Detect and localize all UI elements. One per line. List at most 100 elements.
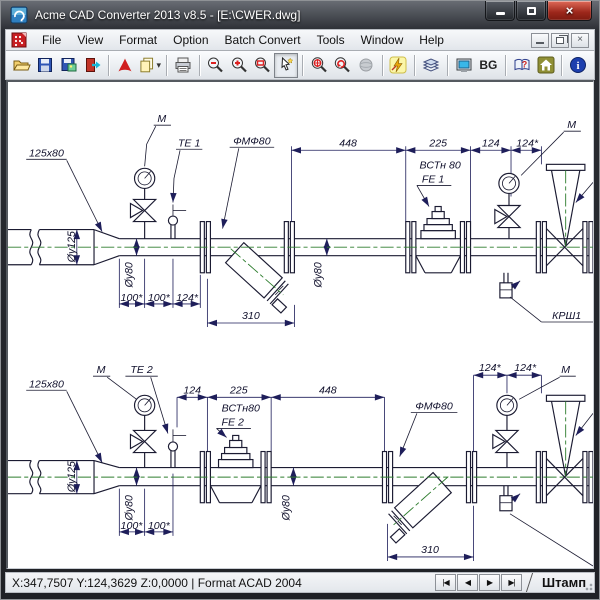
background-toggle-button[interactable]: BG: [479, 58, 498, 72]
menu-item-batch-convert[interactable]: Batch Convert: [224, 33, 301, 47]
open-button[interactable]: [10, 53, 34, 78]
layout-next-button[interactable]: ▶: [479, 574, 500, 591]
zoom-in-icon: [231, 57, 247, 73]
toolbar-separator: [108, 54, 110, 76]
mdi-restore-icon: [556, 34, 568, 44]
dim-label: 124*: [514, 362, 537, 374]
batch-copy-button[interactable]: ▾: [137, 53, 162, 78]
mdi-minimize-button[interactable]: [531, 32, 549, 48]
save-image-icon: [61, 58, 77, 72]
menu-item-option[interactable]: Option: [173, 33, 209, 47]
mdi-restore-button[interactable]: [551, 32, 569, 48]
zoom-previous-icon: [335, 57, 351, 73]
close-icon: ×: [565, 2, 574, 18]
dim-label: Øу80: [313, 262, 325, 288]
pan-button[interactable]: [274, 52, 298, 78]
zoom-window-button[interactable]: [251, 53, 275, 78]
layout-last-button[interactable]: ▶|: [501, 574, 522, 591]
about-button[interactable]: i: [566, 53, 590, 78]
dim-label: 225: [229, 384, 248, 396]
dim-label: 310: [242, 310, 260, 322]
title-bar[interactable]: Acme CAD Converter 2013 v8.5 - [E:\CWER.…: [1, 1, 599, 29]
pipeline-bottom: Øу125 125x80 M TE 2: [8, 362, 593, 567]
minimize-button[interactable]: [485, 1, 515, 21]
te-label: TE 1: [178, 137, 200, 149]
dim-label: Øу80: [123, 495, 135, 521]
meter-type-label: ВСТн80: [222, 402, 260, 414]
mdi-close-button[interactable]: ×: [571, 32, 589, 48]
pdf-export-button[interactable]: [113, 53, 137, 78]
te-label: TE 2: [130, 364, 153, 376]
layers-button[interactable]: [419, 53, 443, 78]
gauge-label: M: [97, 364, 106, 376]
zoom-window-icon: [255, 57, 271, 73]
dim-label: 448: [339, 137, 357, 149]
help-icon: ?: [514, 58, 530, 71]
dim-label: 448: [319, 384, 337, 396]
zoom-in-button[interactable]: [227, 53, 251, 78]
svg-text:?: ?: [522, 60, 528, 70]
dim-label: Øу80: [123, 262, 135, 288]
close-file-icon: [85, 58, 101, 72]
gauge-label: M: [561, 364, 570, 376]
home-button[interactable]: [534, 53, 558, 78]
menu-item-file[interactable]: File: [42, 33, 62, 47]
meter-tag-label: FE 2: [221, 416, 244, 428]
save-image-button[interactable]: [57, 53, 81, 78]
dim-label: 124: [482, 137, 500, 149]
save-icon: [38, 58, 53, 72]
convert-icon: [389, 56, 407, 74]
flange-label: ФМФ80: [415, 400, 453, 412]
close-button[interactable]: ×: [547, 1, 592, 21]
flange-label: ФМФ80: [233, 135, 271, 147]
print-button[interactable]: [171, 53, 195, 78]
print-icon: [175, 57, 191, 73]
dim-label: 100*: [148, 292, 171, 304]
cad-canvas[interactable]: Øу125 125x80 M: [8, 82, 593, 568]
dropdown-icon[interactable]: ▾: [156, 59, 161, 70]
maximize-button[interactable]: [516, 1, 546, 21]
dwg-file-icon: [11, 32, 27, 48]
menu-item-window[interactable]: Window: [360, 33, 404, 47]
resize-grip[interactable]: [583, 581, 593, 591]
pipeline-top: Øу125 125x80 M: [8, 113, 593, 328]
help-button[interactable]: ?: [510, 53, 534, 78]
mdi-minimize-icon: [536, 42, 544, 44]
menu-item-view[interactable]: View: [77, 33, 104, 47]
info-icon: i: [570, 57, 587, 73]
pan-icon: [281, 56, 294, 71]
copy-icon: [140, 57, 154, 73]
close-file-button[interactable]: [81, 53, 105, 78]
svg-text:i: i: [577, 60, 580, 72]
dim-label: 124*: [176, 292, 199, 304]
zoom-out-button[interactable]: [203, 53, 227, 78]
layout-tab-stamp[interactable]: Штамп: [542, 575, 587, 590]
status-bar: X:347,7507 Y:124,3629 Z:0,0000 | Format …: [5, 572, 595, 593]
cursor-coordinates: X:347,7507 Y:124,3629 Z:0,0000 | Format …: [12, 575, 302, 590]
toolbar-separator: [165, 54, 167, 76]
menu-item-help[interactable]: Help: [419, 33, 444, 47]
save-button[interactable]: [34, 53, 58, 78]
dim-label: 310: [421, 544, 439, 556]
dim-label: 225: [428, 137, 447, 149]
zoom-previous-button[interactable]: [330, 53, 354, 78]
dim-label: Øу80: [280, 495, 292, 521]
screen-icon: [456, 58, 471, 72]
mdi-close-icon: ×: [577, 34, 583, 45]
menu-item-format[interactable]: Format: [119, 33, 158, 47]
layout-prev-button[interactable]: ◀: [457, 574, 478, 591]
dim-label: 100*: [121, 520, 144, 532]
menu-bar: File View Format Option Batch Convert To…: [5, 29, 595, 51]
toolbar-separator: [505, 54, 507, 76]
centerlines: [8, 170, 593, 526]
app-icon: [10, 6, 28, 24]
home-icon: [537, 56, 555, 74]
minimize-icon: [495, 11, 505, 15]
drain-label: КРШ1: [552, 310, 581, 322]
layout-first-button[interactable]: |◀: [435, 574, 456, 591]
convert-button[interactable]: [387, 53, 411, 78]
drawing-canvas[interactable]: Øу125 125x80 M: [6, 80, 594, 569]
preview-button[interactable]: [452, 53, 476, 78]
zoom-extents-button[interactable]: [307, 53, 331, 78]
menu-item-tools[interactable]: Tools: [316, 33, 345, 47]
